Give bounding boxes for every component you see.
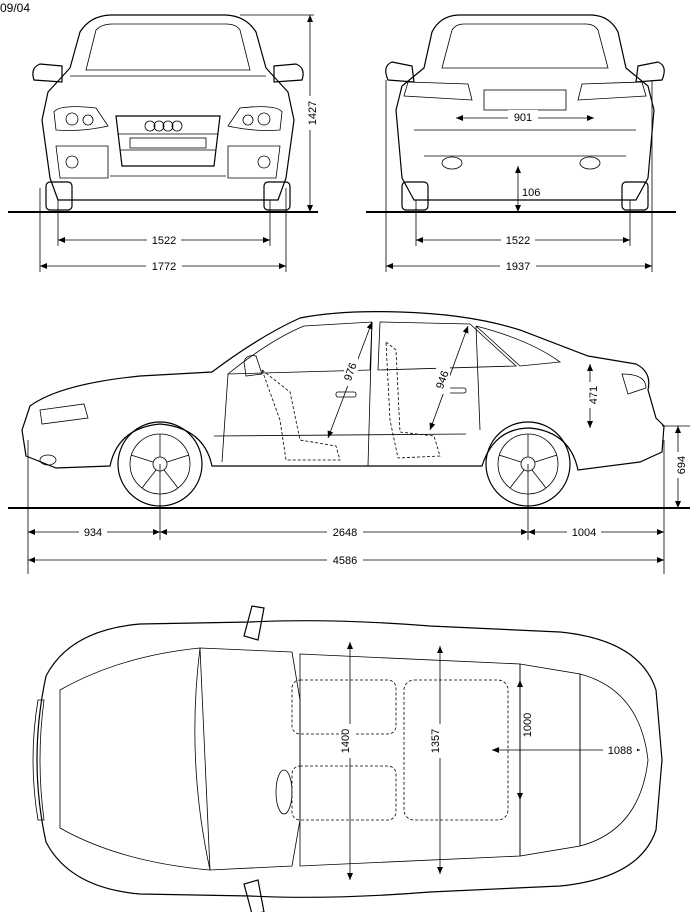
top-body-outline (36, 620, 663, 898)
top-trunk-lid (579, 673, 649, 847)
top-front-grille (32, 699, 45, 821)
trunk-height-label: 471 (588, 386, 600, 404)
document-code: 09/04 (0, 1, 30, 15)
rear-ground-clearance-label: 106 (522, 187, 540, 199)
front-left-fog-light (65, 155, 79, 169)
top-steering-wheel-icon (275, 769, 293, 815)
front-interior-width-label: 1400 (340, 729, 352, 753)
length-label: 4586 (333, 555, 357, 567)
front-overhang-label: 934 (84, 527, 102, 539)
rear-window (441, 23, 609, 69)
front-windshield (85, 23, 251, 71)
side-tail-light (621, 373, 647, 395)
wheelbase-label: 2648 (333, 527, 357, 539)
top-front-left-seat (291, 679, 397, 735)
front-left-mirror (32, 63, 63, 83)
front-height-label: 1427 (307, 101, 319, 125)
rear-left-tail-light (403, 81, 473, 101)
front-seat-outline (261, 368, 341, 461)
front-door-handle (335, 391, 357, 398)
rear-trunk-width-label: 901 (514, 112, 532, 124)
rear-left-mirror (385, 61, 415, 83)
rear-width-label: 1937 (506, 261, 530, 273)
side-fog-light (39, 454, 57, 466)
top-view: 1400 1357 1000 1088 (32, 605, 663, 915)
top-trunk-width-label: 1000 (522, 713, 534, 737)
rear-right-tyre (621, 181, 649, 211)
front-track-label: 1522 (152, 235, 176, 247)
front-headroom-label: 976 (342, 361, 360, 382)
front-right-headlight (227, 106, 283, 131)
rear-license-plate (483, 89, 567, 111)
rear-right-tail-light (577, 81, 647, 101)
top-rear-bench (403, 679, 509, 821)
rear-overhang-label: 1004 (572, 527, 596, 539)
front-right-fog-light (257, 155, 271, 169)
side-rear-window (377, 321, 517, 371)
rear-interior-width-label: 1357 (430, 729, 442, 753)
rings-logo-icon (144, 120, 183, 132)
side-b-pillar (367, 321, 373, 467)
front-body-outline (41, 14, 295, 201)
rear-left-exhaust (441, 156, 463, 170)
rear-headroom-label: 946 (434, 369, 452, 390)
rear-right-mirror (635, 61, 665, 83)
rear-left-tyre (401, 181, 429, 211)
top-rear-window (519, 663, 581, 857)
side-view: 976 946 471 694 934 2648 1004 4586 (8, 311, 690, 574)
front-right-mirror (273, 63, 304, 83)
side-mirror (243, 355, 263, 377)
top-left-mirror (243, 605, 265, 641)
rear-seat-outline (385, 341, 441, 459)
front-view: 1522 1772 1427 (8, 14, 319, 273)
rear-body-outline (395, 14, 655, 201)
front-license-plate (129, 137, 207, 149)
front-left-headlight (53, 106, 109, 131)
side-body-outline (21, 311, 665, 471)
top-windshield (194, 647, 301, 871)
side-headlight (39, 403, 89, 425)
trunk-length-label: 1088 (608, 745, 632, 757)
loading-height-label: 694 (676, 456, 688, 474)
rear-track-label: 1522 (506, 235, 530, 247)
rear-view: 901 106 1522 1937 (366, 14, 676, 273)
front-right-tyre (263, 181, 291, 211)
front-width-label: 1772 (152, 261, 176, 273)
top-roof (299, 653, 521, 867)
top-front-right-seat (291, 765, 397, 821)
rear-right-exhaust (579, 156, 601, 170)
front-grille (115, 115, 221, 167)
top-hood (59, 647, 211, 871)
front-left-tyre (45, 181, 73, 211)
